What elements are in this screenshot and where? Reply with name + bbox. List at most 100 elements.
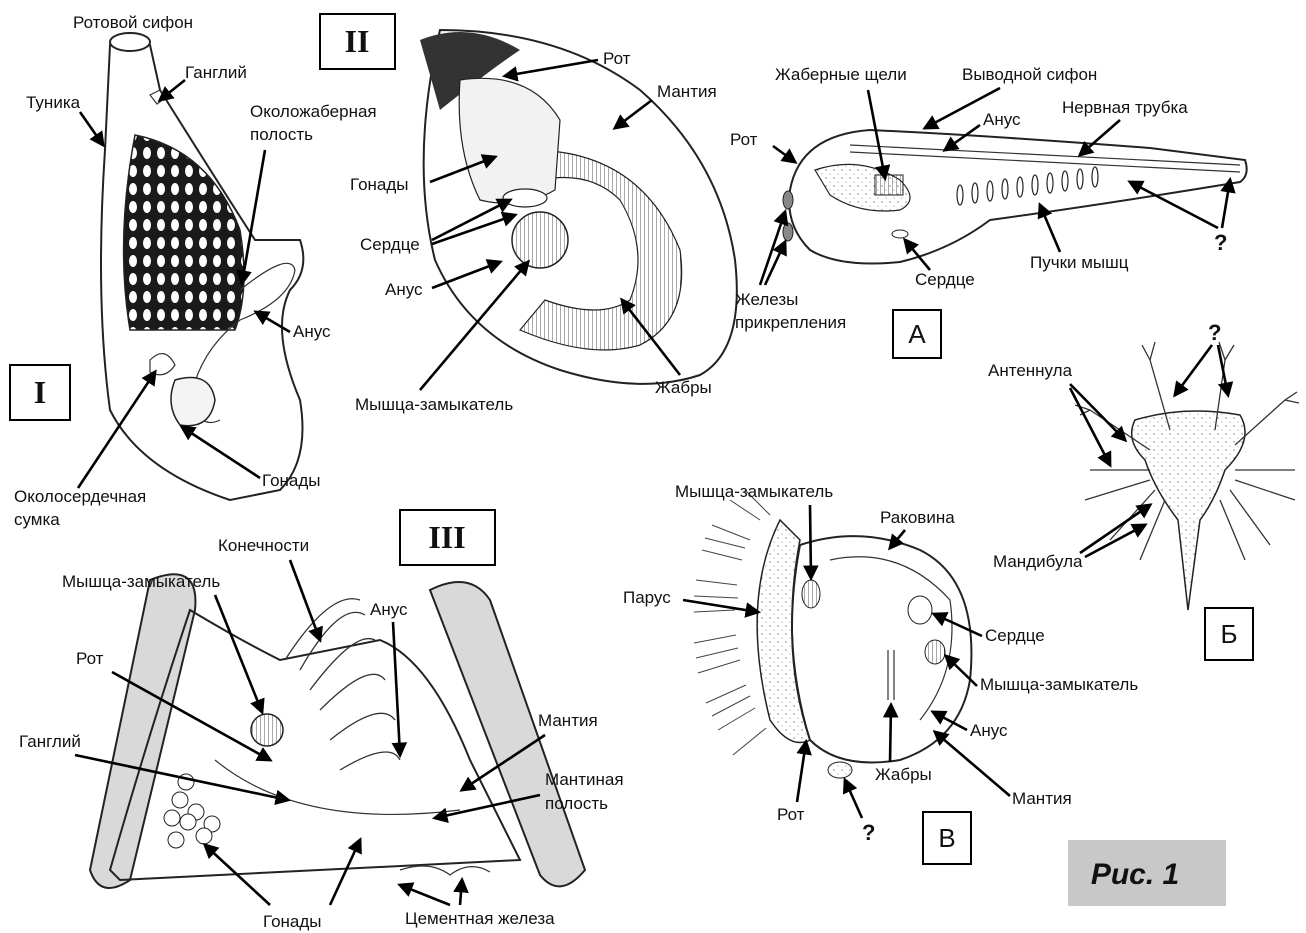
veliger-gills [888,650,894,700]
arrow-peribranchial [242,150,265,283]
panel-number-II: II [345,23,370,59]
label-mouth-A: Рот [730,130,758,149]
label-mouth-III: Рот [76,649,104,668]
panel-bivalve: II Рот Мантия Гонады Сердце Анус Жабры М… [320,14,737,414]
label-gonads-I: Гонады [262,471,321,490]
arrow-anus-A [945,125,980,150]
panel-letter-V: В [938,823,955,853]
figure-caption: Рис. 1 [1091,858,1179,891]
panel-veliger: В Мышца-замыкатель Раковина Парус Сердце… [623,482,1138,864]
label-nerve-tube: Нервная трубка [1062,98,1188,117]
label-cement-gland: Цементная железа [405,909,555,928]
bivalve-visceral-mass [459,78,560,203]
label-gills-V: Жабры [875,765,932,784]
label-muscle-bundles: Пучки мышц [1030,253,1129,272]
label-antennule: Антеннула [988,361,1073,380]
arrow-q-B-1 [1175,345,1212,395]
label-mantle-cavity-2: полость [545,794,608,813]
label-oral-siphon: Ротовой сифон [73,13,193,32]
label-mantle-cavity-1: Мантиная [545,770,624,789]
label-adductor-II: Мышца-замыкатель [355,395,513,414]
label-anus-I: Анус [293,322,331,341]
arrow-mouth-II [505,60,598,76]
label-tunic: Туника [26,93,81,112]
branchial-basket [124,135,244,330]
label-anus-III: Анус [370,600,408,619]
label-mouth-V: Рот [777,805,805,824]
arrow-adductor-III [215,595,262,712]
arrow-gonads-III-b [330,840,360,905]
arrow-antennule-2 [1070,388,1110,465]
label-exhalant-siphon: Выводной сифон [962,65,1097,84]
panel-number-III: III [428,519,465,555]
label-mouth-II: Рот [603,49,631,68]
arrow-adductor-II [420,262,528,390]
veliger-foot [828,762,852,778]
label-gonads-II: Гонады [350,175,409,194]
label-adhesive-1: Железы [735,290,798,309]
barnacle-cement-gland [400,866,490,875]
panel-ascidian: I Ротовой сифон Ганглий Туника Околожабе… [10,13,377,529]
nauplius-body [1132,411,1245,610]
arrow-mantle-V [935,732,1010,796]
panel-number-I: I [34,374,46,410]
panel-letter-A: A [908,319,926,349]
label-mantle-V: Мантия [1012,789,1072,808]
label-adhesive-2: прикрепления [735,313,846,332]
arrow-cement-b [460,880,462,905]
label-gills-II: Жабры [655,378,712,397]
arrow-ganglion-I [160,80,185,100]
label-gonads-III: Гонады [263,912,322,931]
arrow-nerve-tube [1080,120,1120,155]
arrow-velum [683,600,758,612]
tadpole-adhesive-2 [783,223,793,241]
label-adductor-V-top: Мышца-замыкатель [675,482,833,501]
arrow-adductor-V-top [810,505,811,578]
label-anus-II: Анус [385,280,423,299]
label-heart-V: Сердце [985,626,1045,645]
label-shell: Раковина [880,508,955,527]
tadpole-gill-slits [875,175,903,195]
veliger-adductor-right [925,640,945,664]
label-adductor-III: Мышца-замыкатель [62,572,220,591]
label-pericardial-2: сумка [14,510,60,529]
label-ganglion-III: Ганглий [19,732,81,751]
arrow-mantle-II [615,100,652,128]
arrow-mouth-V [797,742,806,802]
barnacle-adductor [251,714,283,746]
arrow-tunic [80,112,103,145]
tadpole-heart [892,230,908,238]
question-mark-B: ? [1208,320,1221,345]
arrow-q-V [845,780,862,818]
bivalve-adductor [512,212,568,268]
panel-letter-B: Б [1220,619,1237,649]
tadpole-nerve-tube [850,145,1240,172]
barnacle-right-plate [430,582,585,886]
label-heart-II: Сердце [360,235,420,254]
arrow-q-A-2 [1222,180,1230,228]
arrow-adductor-V-right [946,656,977,686]
label-ganglion-I: Ганглий [185,63,247,82]
arrow-pericardial [78,372,155,488]
tadpole-muscle-bundles [957,167,1098,205]
veliger-heart [908,596,932,624]
veliger-inner-shell [830,557,952,720]
label-mantle-II: Мантия [657,82,717,101]
question-mark-V: ? [862,820,875,845]
gonad-mass [171,378,215,426]
arrow-gill-slits [868,90,885,178]
panel-barnacle: III Конечности Мышца-замыкатель Анус Рот… [19,510,624,931]
label-pericardial-1: Околосердечная [14,487,146,506]
panel-nauplius: Б Антеннула Мандибула ? [988,320,1299,660]
label-heart-A: Сердце [915,270,975,289]
label-mandible: Мандибула [993,552,1083,571]
arrow-anus-I [256,312,290,332]
bivalve-heart [503,189,547,207]
arrow-heart-V [934,614,982,636]
question-mark-A: ? [1214,230,1227,255]
arrow-mouth-A [773,146,795,162]
tadpole-adhesive-1 [783,191,793,209]
arrow-cement-a [400,885,450,905]
